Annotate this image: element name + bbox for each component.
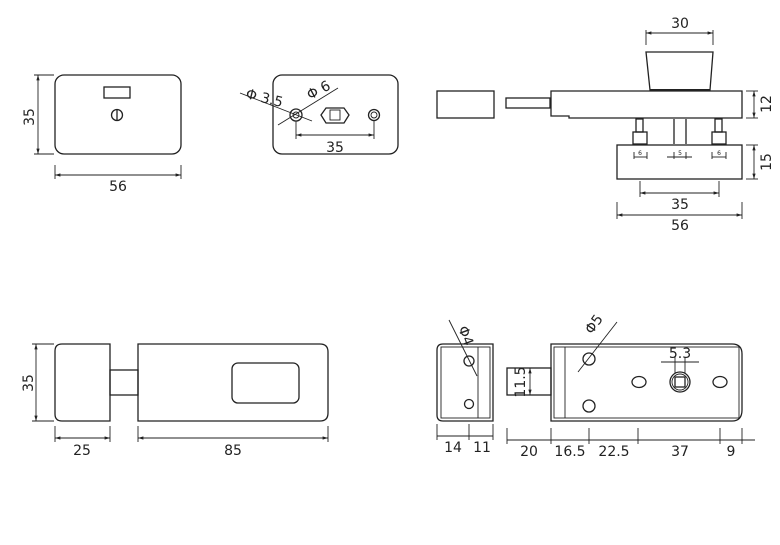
- dim-body-hole: Φ5: [582, 312, 607, 338]
- side-section-view: 6 5 6 30 12 15 35 56: [436, 16, 775, 234]
- base-plate: [616, 144, 743, 180]
- body-hole-top: [582, 352, 596, 366]
- spindle-square-icon: [320, 107, 350, 124]
- keeper-inside: [436, 343, 494, 422]
- keeper-hole-bottom: [463, 398, 475, 410]
- leader-small-hole: [239, 92, 313, 122]
- bolt-rod: [505, 97, 551, 109]
- thumb-turn-icon: [110, 108, 124, 122]
- dim-knob-width: 30: [671, 16, 689, 32]
- keeper-block: [436, 90, 495, 119]
- dim-pin-right: 6: [717, 150, 721, 157]
- dim-pin-spacing: 35: [671, 197, 689, 213]
- dim-keeper-depth-b: 11: [473, 440, 491, 456]
- leader-body-hole: [577, 321, 618, 373]
- leader-large-hole: [277, 87, 339, 126]
- dim-width: 56: [109, 179, 127, 195]
- dim-top-height: 35: [21, 374, 37, 392]
- dim-keeper-hole: Φ4: [454, 324, 476, 348]
- slot-right: [712, 375, 728, 389]
- mount-hole-right: [367, 108, 381, 122]
- dim-bolt-height: 11.5: [513, 366, 529, 397]
- dim-height: 35: [22, 108, 38, 126]
- plate-outline: [272, 74, 399, 155]
- pin-right: [714, 118, 723, 133]
- dim-keeper-depth-a: 14: [444, 440, 462, 456]
- dim-keeper-width: 25: [73, 443, 91, 459]
- front-cover-view: 35 56: [22, 74, 182, 195]
- dim-offset-1: 16.5: [554, 444, 585, 460]
- body-inside: [550, 343, 743, 422]
- dim-base-height: 15: [759, 153, 775, 171]
- dim-offset-3: 37: [671, 444, 689, 460]
- dim-body-width: 85: [224, 443, 242, 459]
- body-window: [231, 362, 300, 404]
- leader-keeper-hole: [448, 319, 478, 377]
- dim-offset-4: 9: [727, 444, 736, 460]
- dim-bolt-travel: 20: [520, 444, 538, 460]
- dim-hole-spacing: 35: [326, 140, 344, 156]
- top-view: 35 25 85: [21, 343, 329, 459]
- lock-body: [550, 90, 743, 119]
- inside-view: Φ4 11.5 Φ5 5.3 14 11 20: [436, 312, 755, 460]
- dim-hole-small: Φ 3.5: [244, 86, 284, 111]
- body-top: [137, 343, 329, 422]
- dim-base-width: 56: [671, 218, 689, 234]
- keeper-hole-top: [463, 355, 475, 367]
- indicator-window: [103, 86, 131, 99]
- spindle-icon: [669, 371, 691, 393]
- cover-outline: [54, 74, 182, 155]
- dim-offset-2: 22.5: [598, 444, 629, 460]
- bolt-exposed: [109, 369, 139, 396]
- dim-pin-mid: 5: [678, 150, 682, 157]
- dim-square-size: 5.3: [669, 346, 691, 362]
- pin-left: [635, 118, 644, 133]
- dim-hole-large: Φ 6: [304, 78, 333, 104]
- knob: [645, 51, 714, 91]
- back-plate-view: Φ 3.5 Φ 6 35: [239, 74, 399, 156]
- body-hole-bottom: [582, 399, 596, 413]
- dim-body-height: 12: [759, 95, 775, 113]
- keeper-top: [54, 343, 111, 422]
- slot-left: [631, 375, 647, 389]
- dim-pin-left: 6: [638, 150, 642, 157]
